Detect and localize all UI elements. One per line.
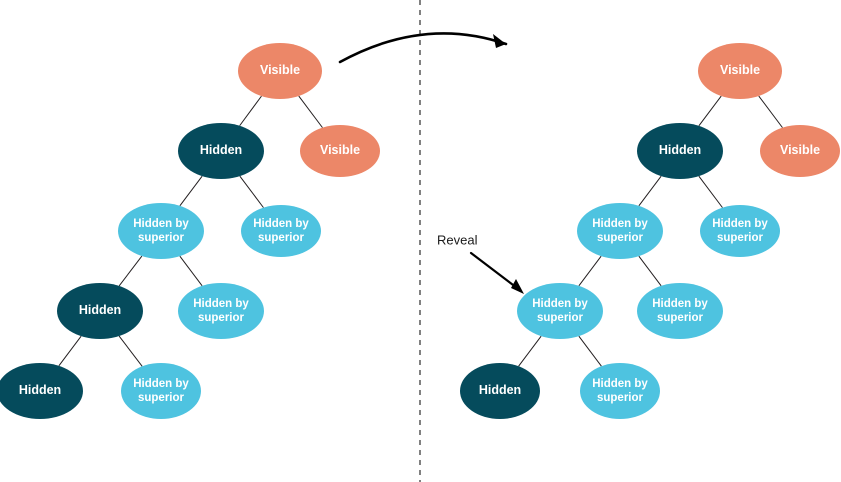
reveal-label: Reveal: [437, 232, 478, 247]
tree-node-hidden[interactable]: Hidden: [460, 363, 540, 419]
transition-arrow: [338, 32, 508, 64]
left-tree-edges: [58, 95, 323, 367]
right-tree-edges: [518, 95, 783, 367]
node-ellipse[interactable]: [460, 363, 540, 419]
node-ellipse[interactable]: [238, 43, 322, 99]
tree-edge: [118, 335, 143, 367]
node-ellipse[interactable]: [700, 205, 780, 257]
tree-edge: [58, 335, 82, 367]
tree-node-visible[interactable]: Visible: [300, 125, 380, 177]
tree-edge: [179, 175, 203, 207]
reveal-annotation: Reveal: [437, 232, 524, 294]
node-ellipse[interactable]: [178, 283, 264, 339]
node-ellipse[interactable]: [577, 203, 663, 259]
node-ellipse[interactable]: [637, 283, 723, 339]
node-ellipse[interactable]: [698, 43, 782, 99]
tree-node-hidden[interactable]: Hidden: [637, 123, 723, 179]
node-ellipse[interactable]: [118, 203, 204, 259]
node-ellipse[interactable]: [121, 363, 201, 419]
tree-node-hidden[interactable]: Hidden: [0, 363, 83, 419]
node-ellipse[interactable]: [760, 125, 840, 177]
tree-node-visible[interactable]: Visible: [760, 125, 840, 177]
node-ellipse[interactable]: [241, 205, 321, 257]
tree-node-visible[interactable]: Visible: [238, 43, 322, 99]
tree-edge: [118, 255, 143, 287]
tree-edge: [638, 255, 662, 287]
reveal-arrow-head: [511, 279, 524, 294]
tree-edge: [698, 175, 723, 208]
tree-edge: [518, 335, 542, 367]
tree-node-hidden[interactable]: Hidden: [57, 283, 143, 339]
node-ellipse[interactable]: [637, 123, 723, 179]
node-ellipse[interactable]: [580, 363, 660, 419]
reveal-arrow-line: [469, 251, 519, 290]
tree-edge: [638, 175, 662, 207]
tree-edge: [179, 255, 203, 287]
tree-edge: [578, 255, 602, 287]
tree-edge: [239, 175, 264, 208]
tree-edge: [578, 335, 602, 367]
tree-edge: [298, 95, 323, 128]
tree-edge: [758, 95, 783, 128]
node-ellipse[interactable]: [300, 125, 380, 177]
tree-node-visible[interactable]: Visible: [698, 43, 782, 99]
tree-edge: [698, 95, 722, 127]
tree-edge: [239, 95, 262, 127]
node-ellipse[interactable]: [517, 283, 603, 339]
node-ellipse[interactable]: [57, 283, 143, 339]
node-ellipse[interactable]: [0, 363, 83, 419]
tree-node-hidden[interactable]: Hidden: [178, 123, 264, 179]
node-ellipse[interactable]: [178, 123, 264, 179]
